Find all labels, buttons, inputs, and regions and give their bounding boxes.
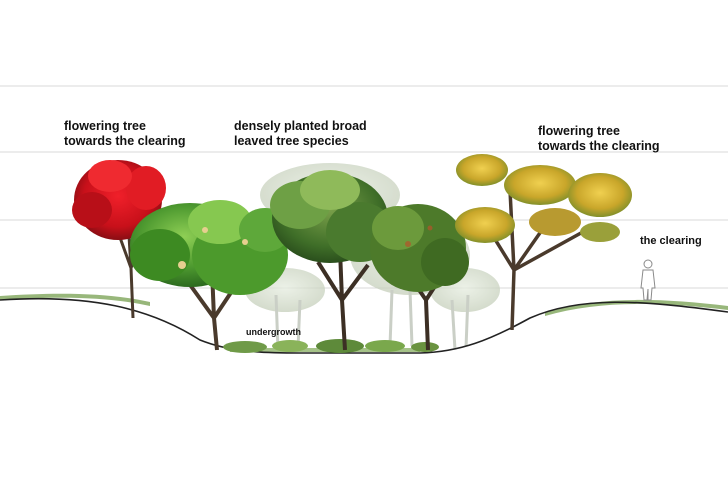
tree-canopy xyxy=(504,165,576,205)
background-trunk xyxy=(450,299,457,351)
broadleaf-tree-center xyxy=(270,170,394,351)
yellow-flowering-tree xyxy=(455,154,632,331)
tree-canopy xyxy=(300,170,360,210)
background-trunk xyxy=(408,289,414,347)
broadleaf-tree-left xyxy=(130,200,291,351)
label-line: flowering tree xyxy=(64,119,146,133)
background-trunk xyxy=(274,294,280,351)
tree-canopy xyxy=(72,192,112,228)
person-head xyxy=(643,259,653,269)
flower-cluster xyxy=(427,225,433,231)
tree-canopy xyxy=(130,229,190,281)
shrub xyxy=(316,339,364,353)
undergrowth-shrubs xyxy=(223,339,439,353)
shrub xyxy=(365,340,405,352)
label-line: densely planted broad xyxy=(234,119,367,133)
tree-canopy xyxy=(126,166,166,210)
tree-canopy xyxy=(88,160,132,192)
label-line: flowering tree xyxy=(538,124,620,138)
shrub xyxy=(223,341,267,353)
flowering-tree-right-label: flowering tree towards the clearing xyxy=(538,124,660,154)
tree-canopy xyxy=(188,200,252,244)
flower-cluster xyxy=(202,227,208,233)
tree-canopy xyxy=(529,208,581,236)
flower-cluster xyxy=(405,241,411,247)
tree-canopy xyxy=(580,222,620,242)
tree-canopy xyxy=(455,207,515,243)
undergrowth-label: undergrowth xyxy=(246,327,301,337)
broad-leaved-species-label: densely planted broad leaved tree specie… xyxy=(234,119,367,149)
person-body xyxy=(640,269,656,301)
label-line: towards the clearing xyxy=(64,134,186,148)
flowering-tree-left-label: flowering tree towards the clearing xyxy=(64,119,186,149)
ground-fill xyxy=(0,298,728,487)
tree-canopy xyxy=(421,238,469,286)
broadleaf-tree-right xyxy=(370,204,469,351)
person-icon xyxy=(640,259,656,301)
background-trunk xyxy=(464,294,470,349)
tree-canopy xyxy=(568,173,632,217)
clearing-label: the clearing xyxy=(640,235,702,247)
tree-trunk xyxy=(478,189,591,331)
shrub xyxy=(272,340,308,352)
label-line: leaved tree species xyxy=(234,134,349,148)
ground-line xyxy=(0,297,728,354)
tree-canopy xyxy=(456,154,508,186)
tree-canopy xyxy=(372,206,424,250)
flower-cluster xyxy=(178,261,186,269)
background-trunk xyxy=(296,299,302,349)
flower-cluster xyxy=(242,239,248,245)
label-line: towards the clearing xyxy=(538,139,660,153)
shrub xyxy=(411,342,439,352)
background-trunk xyxy=(388,289,394,347)
